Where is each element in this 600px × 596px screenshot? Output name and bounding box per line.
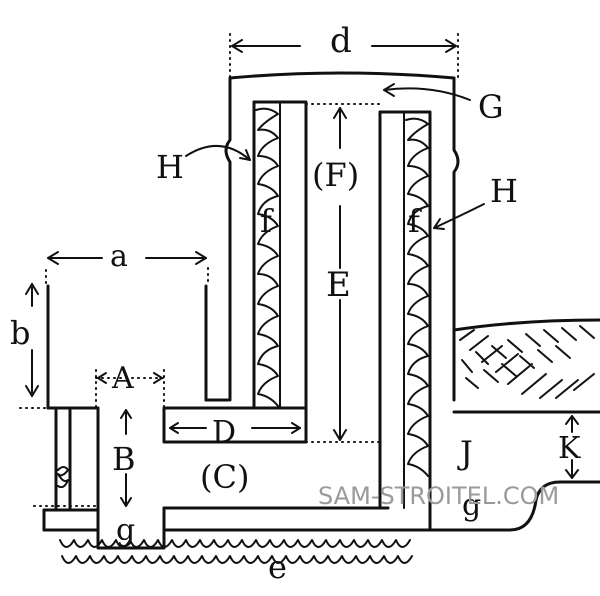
- label-g-right: g: [462, 488, 481, 523]
- dimension-b: [19, 283, 99, 409]
- base-slab: [42, 508, 436, 532]
- label-C: (C): [200, 458, 249, 496]
- dimension-D: [169, 422, 301, 434]
- pointer-H-right: [433, 203, 485, 230]
- label-H-right: H: [490, 172, 518, 210]
- label-f-left: f: [260, 202, 274, 240]
- watermark-text: SAM-STROITEL.COM: [318, 482, 559, 510]
- label-g-left: g: [116, 513, 135, 548]
- right-wall: [378, 110, 432, 532]
- label-J: J: [457, 434, 473, 472]
- label-K: K: [558, 431, 581, 466]
- label-b: b: [10, 314, 30, 352]
- label-e: e: [268, 548, 287, 586]
- label-F: (F): [312, 156, 359, 194]
- riser-inner-wall: [252, 100, 308, 410]
- dimension-B: [33, 409, 132, 507]
- label-E: E: [326, 265, 351, 305]
- label-B: B: [112, 440, 136, 478]
- label-D: D: [212, 415, 236, 450]
- label-H-left: H: [156, 148, 184, 186]
- label-d: d: [330, 21, 352, 61]
- label-G: G: [478, 88, 504, 126]
- feed-tube: [96, 406, 390, 550]
- earth-bench: [430, 318, 600, 532]
- dimension-d: [229, 33, 459, 81]
- label-f-right: f: [408, 202, 422, 240]
- dimension-K: [565, 415, 579, 479]
- pointer-G: [383, 83, 471, 101]
- left-stub: [54, 408, 72, 510]
- dimension-E: [305, 103, 385, 443]
- dimension-a: [45, 251, 209, 287]
- barrel-outer: [46, 71, 460, 410]
- foundation-gravel: [59, 539, 413, 564]
- label-A: A: [111, 361, 134, 396]
- dimension-A: [95, 369, 165, 409]
- pointer-H-left: [185, 144, 251, 161]
- label-a: a: [110, 239, 128, 274]
